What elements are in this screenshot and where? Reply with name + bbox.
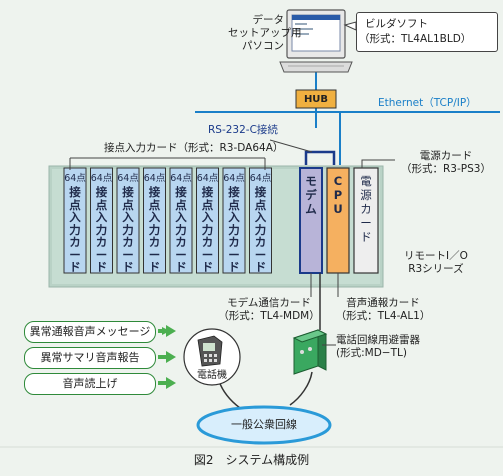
input-card-text: 64点接点入力カード <box>90 173 113 274</box>
input-card-text: 64点接点入力カード <box>117 173 139 274</box>
arrester-icon <box>292 329 328 375</box>
input-card-text: 64点接点入力カード <box>196 173 219 274</box>
hub-box <box>295 89 337 109</box>
input-card <box>143 167 166 274</box>
power-card-label: 電源カード （形式：R3-PS3） <box>401 150 491 175</box>
ethernet-label: Ethernet（TCP/IP） <box>378 97 477 109</box>
rs232-label: RS-232-C接続 <box>208 124 278 136</box>
modem-label: モデム通信カード （形式：TL4-MDM） <box>218 297 320 322</box>
input-card <box>63 167 87 274</box>
pc-icon <box>279 9 353 73</box>
phone-icon <box>197 335 223 367</box>
input-card-title: 接点入力カード（形式：R3-DA64A） <box>104 142 284 154</box>
input-card-text: 64点接点入力カード <box>170 173 192 274</box>
message-item-2: 異常サマリ音声報告 <box>24 347 156 369</box>
input-card-text: 64点接点入力カード <box>223 173 245 274</box>
input-card-text: 64点接点入力カード <box>143 173 166 274</box>
public-line-ellipse <box>196 405 332 445</box>
software-name: ビルダソフト <box>365 18 428 30</box>
phone-label: 電話機 <box>197 370 227 381</box>
software-bubble: ビルダソフト （形式：TL4AL1BLD） <box>356 12 498 52</box>
input-card <box>196 167 219 274</box>
voice-label: 音声通報カード （形式：TL4-AL1） <box>335 297 431 322</box>
arrester-label: 電話回線用避雷器 (形式:MD−TL) <box>336 334 420 359</box>
hub-label: HUB <box>303 94 329 105</box>
input-card <box>169 167 193 274</box>
input-card <box>90 167 113 274</box>
message-item-3: 音声読上げ <box>24 373 156 395</box>
modem-card-text: モデム <box>305 174 317 216</box>
figure-caption: 図2 システム構成例 <box>193 453 310 467</box>
pc-label: データ セットアップ用 パソコン <box>228 14 302 52</box>
power-card <box>353 167 379 274</box>
rs232-line <box>304 150 336 165</box>
input-card-text: 64点接点入力カード <box>64 173 86 274</box>
message-arrows <box>158 325 176 389</box>
input-card <box>249 167 272 274</box>
input-card <box>222 167 246 274</box>
power-card-text: 電源カード <box>360 174 372 244</box>
public-line-label: 一般公衆回線 <box>231 418 297 431</box>
message-item-1: 異常通報音声メッセージ <box>24 321 156 343</box>
input-card-text: 64点接点入力カード <box>249 173 272 274</box>
input-card <box>116 167 140 274</box>
software-model: （形式：TL4AL1BLD） <box>359 33 472 45</box>
remote-io-label: リモートI／O R3シリーズ <box>404 250 468 275</box>
